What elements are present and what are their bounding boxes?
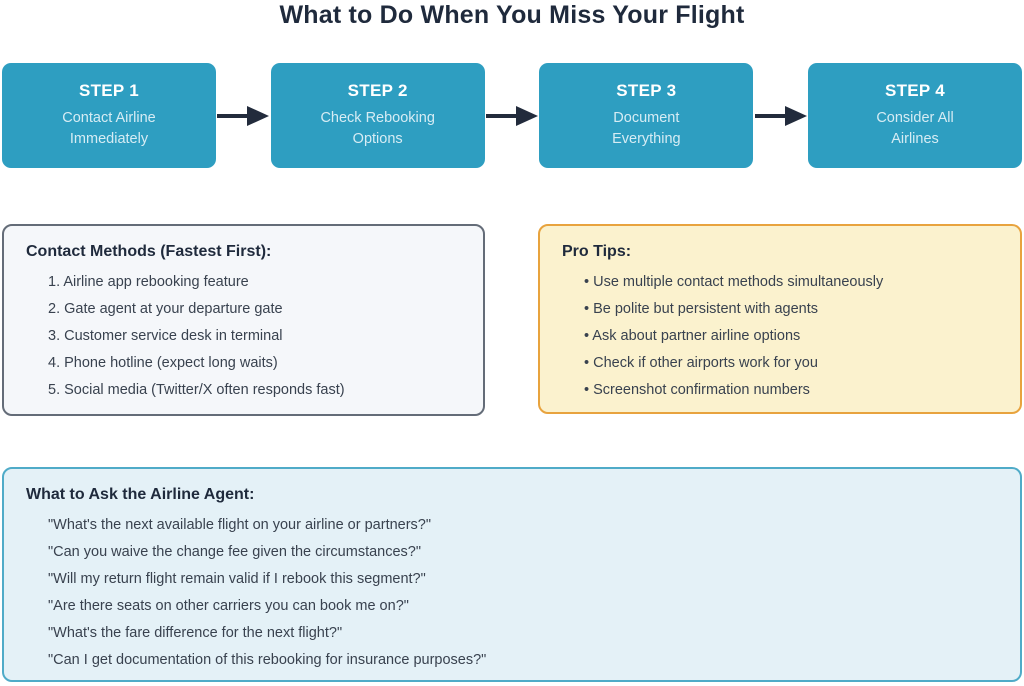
list-item: "What's the fare difference for the next… xyxy=(48,625,343,641)
pro-tips-title: Pro Tips: xyxy=(562,243,632,260)
list-item: 3. Customer service desk in terminal xyxy=(48,328,283,344)
step-description-line: Airlines xyxy=(891,131,939,147)
list-item: • Screenshot confirmation numbers xyxy=(584,382,810,398)
list-item: • Use multiple contact methods simultane… xyxy=(584,274,884,290)
ask-agent-list: "What's the next available flight on you… xyxy=(48,512,998,674)
list-item: "Can I get documentation of this rebooki… xyxy=(48,652,487,668)
pro-tips-list: • Use multiple contact methods simultane… xyxy=(584,269,998,404)
step-description-line: Everything xyxy=(612,131,681,147)
list-item: 4. Phone hotline (expect long waits) xyxy=(48,355,278,371)
step-label: STEP 1 xyxy=(78,81,140,100)
step-description-line: Immediately xyxy=(69,131,149,147)
ask-agent-title: What to Ask the Airline Agent: xyxy=(26,486,255,503)
list-item: 2. Gate agent at your departure gate xyxy=(48,301,283,317)
step-label: STEP 3 xyxy=(616,81,677,100)
pro-tips-card: Pro Tips: • Use multiple contact methods… xyxy=(538,224,1022,414)
step-box-1: STEP 1 Contact Airline Immediately xyxy=(2,63,216,168)
step-label: STEP 2 xyxy=(347,81,408,100)
list-item: • Check if other airports work for you xyxy=(584,355,818,371)
step-box-4: STEP 4 Consider All Airlines xyxy=(808,63,1023,168)
flow-connector xyxy=(216,103,271,129)
ask-agent-card: What to Ask the Airline Agent: "What's t… xyxy=(2,467,1022,682)
step-description-line: Check Rebooking xyxy=(320,110,435,126)
contact-methods-list: 1. Airline app rebooking feature 2. Gate… xyxy=(48,269,461,404)
step-description-line: Document xyxy=(613,110,680,126)
page-title: What to Do When You Miss Your Flight xyxy=(279,1,745,29)
contact-methods-card: Contact Methods (Fastest First): 1. Airl… xyxy=(2,224,485,416)
step-box-3: STEP 3 Document Everything xyxy=(539,63,754,168)
arrow-right-icon xyxy=(486,105,538,126)
contact-methods-title: Contact Methods (Fastest First): xyxy=(26,243,272,260)
list-item: 1. Airline app rebooking feature xyxy=(48,274,249,290)
step-label: STEP 4 xyxy=(884,81,946,100)
step-description-line: Consider All xyxy=(876,110,954,126)
list-item: "What's the next available flight on you… xyxy=(48,517,432,533)
list-item: • Ask about partner airline options xyxy=(584,328,801,344)
flow-connector xyxy=(753,103,808,129)
steps-flow: STEP 1 Contact Airline Immediately STEP … xyxy=(2,63,1023,168)
list-item: 5. Social media (Twitter/X often respond… xyxy=(48,382,345,398)
step-box-2: STEP 2 Check Rebooking Options xyxy=(270,63,485,168)
arrow-right-icon xyxy=(217,105,270,126)
list-item: "Can you waive the change fee given the … xyxy=(48,544,422,560)
step-description-line: Contact Airline xyxy=(62,110,156,126)
flow-connector xyxy=(485,103,540,129)
arrow-right-icon xyxy=(754,105,807,126)
list-item: • Be polite but persistent with agents xyxy=(584,301,818,317)
step-description-line: Options xyxy=(352,131,403,147)
list-item: "Are there seats on other carriers you c… xyxy=(48,598,409,614)
list-item: "Will my return flight remain valid if I… xyxy=(48,571,426,587)
